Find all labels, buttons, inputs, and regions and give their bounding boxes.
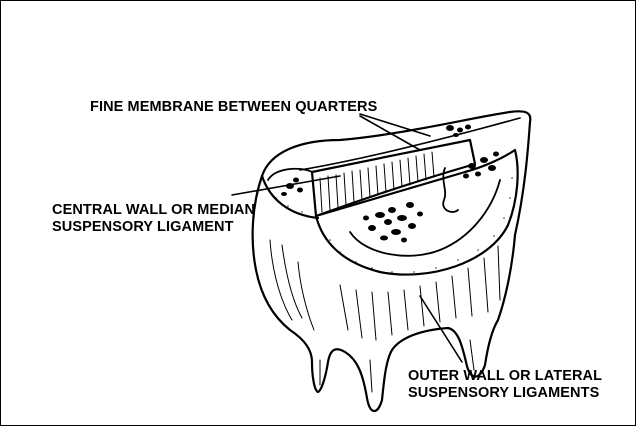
membrane-line <box>442 167 459 213</box>
gland-boundary <box>349 179 501 257</box>
alveoli-cluster-left <box>281 177 303 196</box>
label-central-line-1: CENTRAL WALL OR MEDIAN <box>52 202 256 218</box>
outer-wall-hatching <box>269 239 501 393</box>
label-central-line-2: SUSPENSORY LIGAMENT <box>52 219 234 235</box>
label-outer-wall: OUTER WALL OR LATERAL SUSPENSORY LIGAMEN… <box>408 368 602 402</box>
leader-lines <box>231 113 463 363</box>
alveoli-cluster-back <box>446 124 471 137</box>
leader-central <box>231 175 341 196</box>
median-wall-hatching <box>319 151 435 213</box>
left-quarter-outline <box>267 167 313 181</box>
label-fine-membrane: FINE MEMBRANE BETWEEN QUARTERS <box>90 99 378 115</box>
label-outer-line-2: SUSPENSORY LIGAMENTS <box>408 385 600 401</box>
udder-body-outline <box>251 110 532 413</box>
label-central-wall: CENTRAL WALL OR MEDIAN SUSPENSORY LIGAME… <box>52 202 255 236</box>
leader-membrane-1 <box>359 113 431 137</box>
top-surface-edge <box>299 117 521 171</box>
top-rim-left <box>260 174 320 220</box>
lower-quarter-section <box>314 148 519 276</box>
alveoli-clusters <box>281 124 499 243</box>
alveoli-cluster-right <box>463 151 499 179</box>
alveoli-cluster-center <box>363 202 423 243</box>
leader-outer <box>419 295 463 363</box>
label-outer-line-1: OUTER WALL OR LATERAL <box>408 368 603 384</box>
leader-membrane-2 <box>359 115 421 151</box>
skin-stipple <box>275 177 513 273</box>
median-wall-plane <box>310 138 477 218</box>
